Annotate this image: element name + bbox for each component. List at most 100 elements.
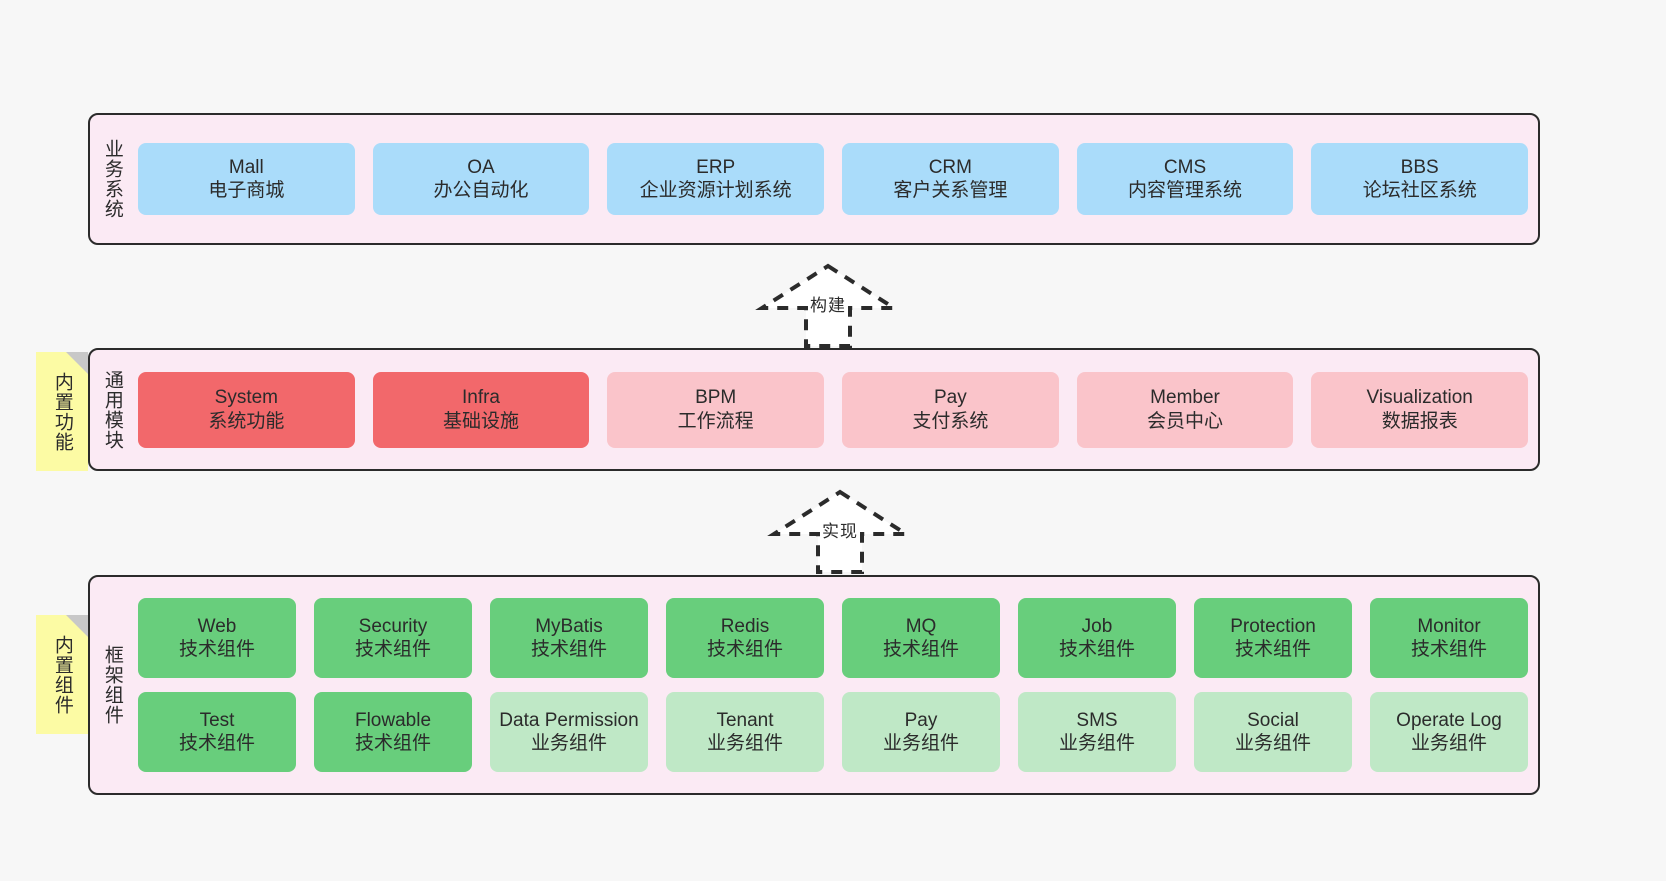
layer-business-system[interactable]: 业务系统 Mall 电子商城 OA 办公自动化 ERP 企业资源计划系统 CRM… (88, 113, 1540, 245)
node-name: CMS (1163, 156, 1207, 178)
node-subtitle: 业务组件 (706, 733, 783, 754)
sticky-note-label: 内置组件 (51, 634, 73, 715)
node-subtitle: 业务组件 (1410, 733, 1487, 754)
node-name: Pay (933, 387, 967, 409)
node-name: Mall (228, 156, 264, 178)
layer-title: 通用模块 (101, 369, 123, 450)
node-row: Mall 电子商城 OA 办公自动化 ERP 企业资源计划系统 CRM 客户关系… (138, 143, 1529, 215)
folded-corner-icon (66, 352, 88, 374)
node-test[interactable]: Test 技术组件 (138, 692, 296, 772)
node-subtitle: 工作流程 (677, 410, 754, 432)
node-pay-component[interactable]: Pay 业务组件 (842, 692, 1000, 772)
node-name: BBS (1400, 156, 1439, 178)
node-member[interactable]: Member 会员中心 (1076, 371, 1294, 448)
node-subtitle: 客户关系管理 (893, 180, 1008, 201)
node-name: Test (199, 709, 235, 731)
node-name: Protection (1230, 615, 1316, 637)
node-name: Redis (720, 615, 770, 637)
node-row: Test 技术组件 Flowable 技术组件 Data Permission … (138, 692, 1528, 772)
node-subtitle: 企业资源计划系统 (639, 180, 792, 201)
node-operate-log[interactable]: Operate Log 业务组件 (1370, 692, 1528, 772)
layer-framework-component[interactable]: 框架组件 Web 技术组件 Security 技术组件 MyBatis 技术组件… (88, 575, 1540, 795)
node-subtitle: 业务组件 (1058, 733, 1135, 754)
connector-realize: 实现 (767, 488, 913, 574)
node-web[interactable]: Web 技术组件 (138, 598, 296, 678)
node-subtitle: 业务组件 (530, 733, 607, 754)
node-name: Security (358, 615, 428, 637)
node-cms[interactable]: CMS 内容管理系统 (1076, 143, 1294, 215)
node-redis[interactable]: Redis 技术组件 (666, 598, 824, 678)
node-row: System 系统功能 Infra 基础设施 BPM 工作流程 Pay 支付系统… (138, 371, 1529, 448)
node-mall[interactable]: Mall 电子商城 (138, 143, 355, 215)
node-flowable[interactable]: Flowable 技术组件 (314, 692, 472, 772)
layer-body: System 系统功能 Infra 基础设施 BPM 工作流程 Pay 支付系统… (134, 350, 1538, 469)
connector-label: 实现 (822, 522, 858, 541)
node-row: Web 技术组件 Security 技术组件 MyBatis 技术组件 Redi… (138, 598, 1528, 678)
node-subtitle: 支付系统 (912, 410, 989, 432)
node-name: SMS (1076, 709, 1118, 731)
node-crm[interactable]: CRM 客户关系管理 (842, 143, 1059, 215)
node-monitor[interactable]: Monitor 技术组件 (1370, 598, 1528, 678)
node-job[interactable]: Job 技术组件 (1018, 598, 1176, 678)
layer-title: 业务系统 (101, 139, 123, 219)
node-subtitle: 会员中心 (1147, 410, 1224, 432)
node-protection[interactable]: Protection 技术组件 (1194, 598, 1352, 678)
layer-common-module[interactable]: 通用模块 System 系统功能 Infra 基础设施 BPM 工作流程 Pay… (88, 348, 1540, 471)
node-name: BPM (695, 387, 737, 409)
node-erp[interactable]: ERP 企业资源计划系统 (607, 143, 825, 215)
node-name: Operate Log (1396, 709, 1502, 731)
node-subtitle: 电子商城 (208, 180, 285, 201)
node-subtitle: 技术组件 (706, 639, 783, 660)
folded-corner-icon (66, 615, 88, 637)
node-name: ERP (696, 156, 736, 178)
node-data-permission[interactable]: Data Permission 业务组件 (490, 692, 648, 772)
node-name: Data Permission (499, 709, 639, 731)
node-subtitle: 系统功能 (208, 410, 285, 432)
node-bbs[interactable]: BBS 论坛社区系统 (1311, 143, 1529, 215)
node-subtitle: 业务组件 (882, 733, 959, 754)
node-sms[interactable]: SMS 业务组件 (1018, 692, 1176, 772)
sticky-note-label: 内置功能 (51, 371, 73, 452)
layer-body: Web 技术组件 Security 技术组件 MyBatis 技术组件 Redi… (134, 577, 1538, 793)
node-name: MyBatis (535, 615, 603, 637)
node-name: Pay (904, 709, 938, 731)
node-security[interactable]: Security 技术组件 (314, 598, 472, 678)
node-name: Job (1081, 615, 1113, 637)
node-subtitle: 技术组件 (1058, 639, 1135, 660)
node-subtitle: 办公自动化 (433, 180, 529, 201)
node-subtitle: 技术组件 (178, 639, 255, 660)
sticky-note-builtin-component[interactable]: 内置组件 (36, 615, 88, 734)
node-name: Visualization (1366, 387, 1473, 409)
node-mq[interactable]: MQ 技术组件 (842, 598, 1000, 678)
sticky-note-builtin-function[interactable]: 内置功能 (36, 352, 88, 471)
node-mybatis[interactable]: MyBatis 技术组件 (490, 598, 648, 678)
node-name: CRM (928, 156, 972, 178)
layer-title: 框架组件 (101, 645, 123, 725)
node-name: Member (1150, 387, 1220, 409)
node-subtitle: 技术组件 (1234, 639, 1311, 660)
node-subtitle: 技术组件 (882, 639, 959, 660)
node-bpm[interactable]: BPM 工作流程 (607, 371, 825, 448)
node-name: Social (1247, 709, 1299, 731)
node-subtitle: 业务组件 (1234, 733, 1311, 754)
node-subtitle: 基础设施 (443, 410, 520, 432)
node-name: Flowable (354, 709, 432, 731)
node-visualization[interactable]: Visualization 数据报表 (1311, 371, 1529, 448)
node-tenant[interactable]: Tenant 业务组件 (666, 692, 824, 772)
node-subtitle: 内容管理系统 (1128, 180, 1243, 201)
node-subtitle: 技术组件 (1410, 639, 1487, 660)
node-subtitle: 技术组件 (354, 733, 431, 754)
node-pay[interactable]: Pay 支付系统 (842, 371, 1059, 448)
node-oa[interactable]: OA 办公自动化 (372, 143, 590, 215)
node-subtitle: 技术组件 (178, 733, 255, 754)
connector-label: 构建 (810, 296, 846, 315)
node-subtitle: 技术组件 (354, 639, 431, 660)
node-system[interactable]: System 系统功能 (138, 371, 355, 448)
node-name: Tenant (716, 709, 774, 731)
node-name: System (214, 387, 279, 409)
node-infra[interactable]: Infra 基础设施 (372, 371, 590, 448)
node-subtitle: 技术组件 (530, 639, 607, 660)
connector-build: 构建 (755, 262, 901, 348)
node-social[interactable]: Social 业务组件 (1194, 692, 1352, 772)
